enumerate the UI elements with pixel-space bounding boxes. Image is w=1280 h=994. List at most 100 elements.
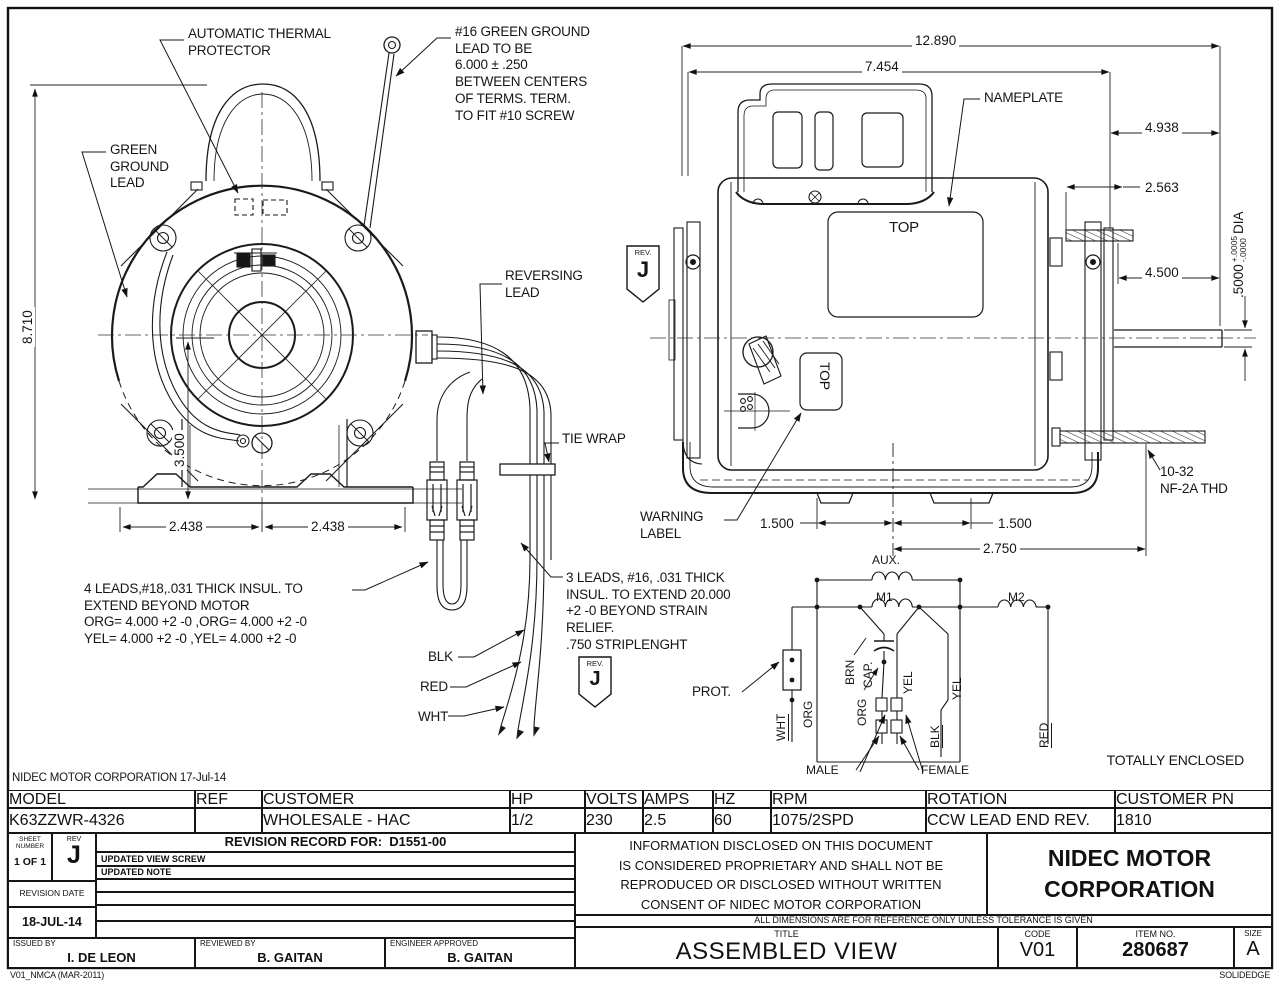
value-hp: 1/2 — [510, 808, 585, 833]
shaft — [1114, 329, 1223, 348]
value-hz: 60 — [713, 808, 771, 833]
rev-flag-label-2: REV. — [586, 659, 604, 668]
dia-minus: -.0000 — [1237, 238, 1248, 263]
ground-note-label: #16 GREEN GROUND LEAD TO BE 6.000 ± .250… — [455, 24, 590, 123]
front-view-motor — [88, 36, 556, 740]
yel-left-label: YEL — [901, 671, 915, 694]
top-body-label: TOP — [889, 219, 919, 236]
sheet-number-value: 1 OF 1 — [13, 855, 47, 868]
right-bracket — [1049, 221, 1206, 461]
protector-symbol — [782, 649, 802, 691]
vent-dome — [724, 392, 790, 431]
value-model: K63ZZWR-4326 — [8, 808, 195, 833]
engineer-approved-cell: ENGINEER APPROVED B. GAITAN — [385, 938, 575, 968]
col-header-hz: HZ — [713, 790, 771, 808]
lead-loop — [436, 540, 468, 611]
coil-m2 — [997, 599, 1037, 608]
front-view-leaders — [81, 37, 563, 717]
dim-4500: 4.500 — [1142, 265, 1182, 280]
item-no-cell: ITEM NO. 280687 — [1077, 927, 1234, 968]
code-label: CODE — [1024, 929, 1051, 939]
dim-3500: 3.500 — [172, 430, 187, 470]
rev-cell-label: REV — [66, 836, 82, 843]
quick-connect-terminals — [426, 461, 478, 541]
cap-label: CAP. — [861, 661, 875, 688]
value-volts: 230 — [585, 808, 643, 833]
revision-row-4 — [96, 892, 575, 905]
sheet-number-label: SHEET NUMBER — [15, 836, 45, 851]
org-rail-label: ORG — [801, 700, 815, 728]
wht-label: WHT — [418, 709, 449, 724]
top-small-label: TOP — [817, 362, 833, 390]
left-bracket — [668, 221, 703, 465]
size-label: SIZE — [1244, 929, 1262, 938]
thermal-protector-outline — [234, 198, 288, 216]
tie-wrap-band — [499, 463, 556, 476]
revision-row-5 — [96, 905, 575, 921]
blk-label: BLK — [428, 649, 453, 664]
coil-m1 — [871, 598, 913, 608]
junction-box — [735, 83, 935, 205]
reviewed-by-label: REVIEWED BY — [200, 939, 256, 948]
tolerance-note: ALL DIMENSIONS ARE FOR REFERENCE ONLY UN… — [575, 915, 1272, 927]
female-label: FEMALE — [921, 763, 970, 777]
rev-flag-letter-1: J — [636, 257, 650, 282]
sheet-border — [6, 6, 1274, 970]
dim-2563: 2.563 — [1142, 180, 1182, 195]
schematic-nodes — [789, 577, 1051, 703]
thermal-protector-label: AUTOMATIC THERMAL PROTECTOR — [188, 26, 331, 58]
dim-2438-right: 2.438 — [308, 519, 348, 534]
front-view-dimensions — [30, 84, 406, 532]
revision-record-label: REVISION RECORD FOR: — [224, 834, 383, 849]
dim-7454: 7.454 — [862, 59, 902, 74]
dim-shaft-dia: .5000 +.0005 -.0000 DIA — [1229, 211, 1248, 298]
side-view-motor — [650, 83, 1256, 504]
dim-1500-right: 1.500 — [995, 516, 1035, 531]
terminal-bolt — [234, 248, 277, 272]
brn-label: BRN — [843, 659, 857, 685]
reviewed-by-value: B. GAITAN — [257, 950, 323, 965]
size-value: A — [1246, 938, 1260, 960]
value-customer-pn: 1810 — [1115, 808, 1272, 833]
issued-by-cell: ISSUED BY I. DE LEON — [8, 938, 195, 968]
issued-by-value: I. DE LEON — [67, 950, 136, 965]
ground-screw — [236, 432, 273, 454]
revision-date-value: 18-JUL-14 — [8, 907, 96, 938]
green-ground-lead-label: GREEN GROUND LEAD — [110, 142, 169, 191]
four-leads-note: 4 LEADS,#18,.031 THICK INSUL. TO EXTEND … — [84, 581, 307, 647]
rev-flag-letter-2: J — [589, 668, 601, 690]
bottom-stud — [1059, 430, 1206, 444]
col-header-customer: CUSTOMER — [262, 790, 510, 808]
green-ground-wire — [151, 251, 240, 442]
sheet-number-cell: SHEET NUMBER 1 OF 1 — [8, 833, 52, 881]
value-customer: WHOLESALE - HAC — [262, 808, 510, 833]
terminal-squares — [875, 697, 903, 744]
dia-suffix: DIA — [1231, 211, 1247, 234]
red-label: RED — [420, 679, 448, 694]
footer-cad-system: SOLIDEDGE — [1219, 970, 1270, 980]
nameplate-outline — [827, 211, 984, 318]
title-cell: TITLE ASSEMBLED VIEW — [575, 927, 998, 968]
dim-2438-left: 2.438 — [166, 519, 206, 534]
rev-flags — [578, 245, 660, 708]
thread-label: 10-32 NF-2A THD — [1160, 464, 1228, 496]
dim-2750: 2.750 — [980, 541, 1020, 556]
revision-row-3 — [96, 879, 575, 892]
col-header-model: MODEL — [8, 790, 195, 808]
revision-row-2: UPDATED NOTE — [96, 866, 575, 879]
org-cap-label: ORG — [855, 698, 869, 726]
value-rotation: CCW LEAD END REV. — [926, 808, 1115, 833]
col-header-volts: VOLTS — [585, 790, 643, 808]
dia-value: .5000 — [1231, 264, 1247, 298]
m2-label: M2 — [1008, 590, 1025, 604]
revision-row-1: UPDATED VIEW SCREW — [96, 852, 575, 866]
side-base — [682, 442, 1099, 504]
external-ground-lead — [363, 36, 401, 229]
top-stud — [1065, 229, 1134, 242]
blk-wire-label: BLK — [928, 725, 943, 748]
side-view-leaders — [724, 98, 1161, 521]
yel-right-label: YEL — [950, 677, 964, 700]
rev-cell-value: J — [67, 841, 81, 869]
engineer-approved-value: B. GAITAN — [447, 950, 513, 965]
